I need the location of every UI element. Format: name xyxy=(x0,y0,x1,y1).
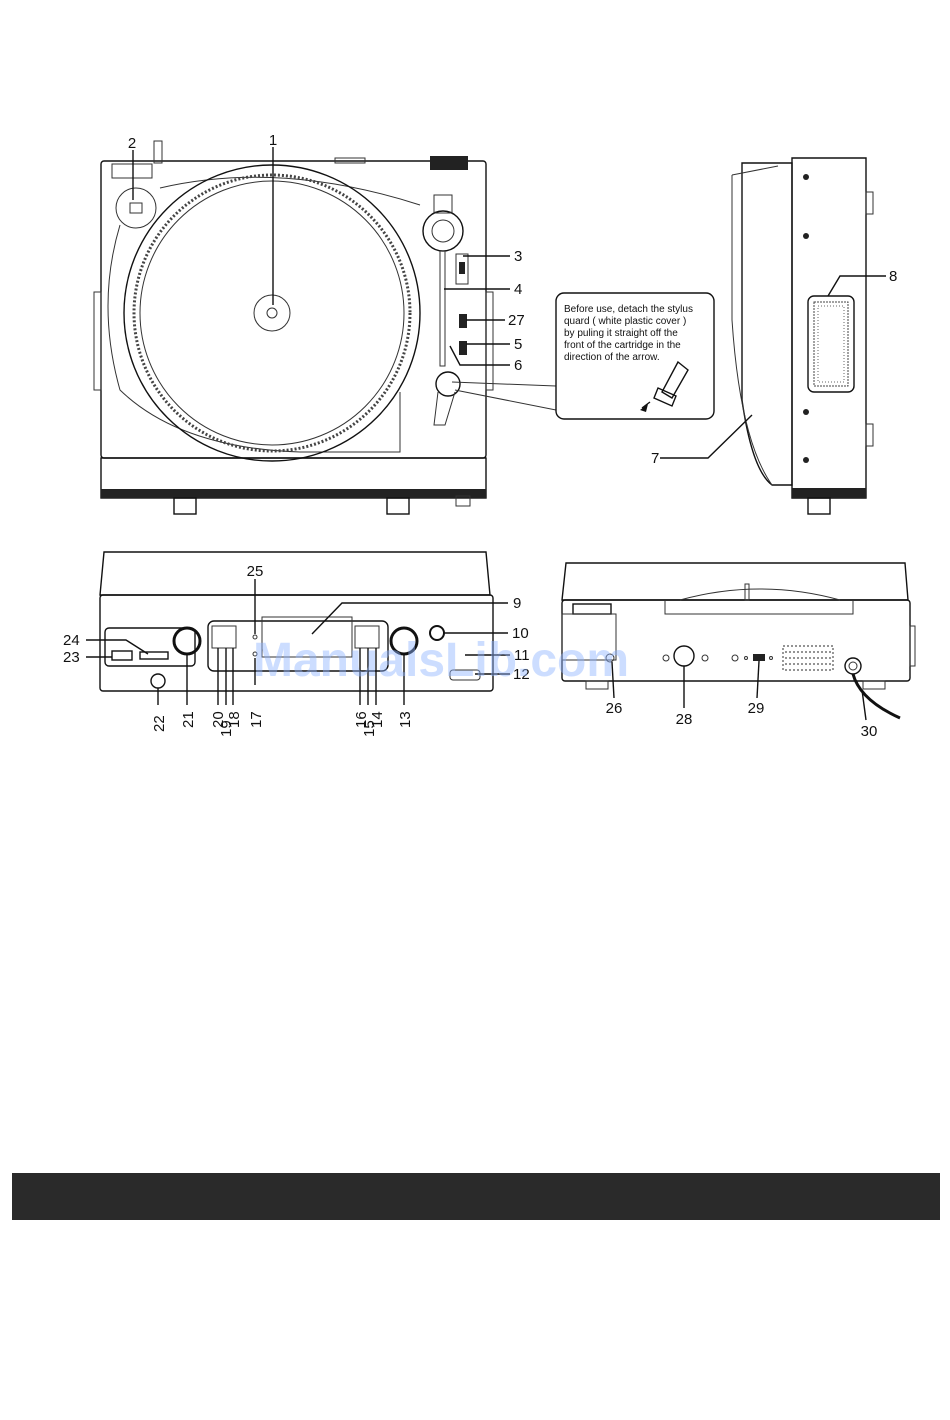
callout-25: 25 xyxy=(247,563,264,580)
callout-22: 22 xyxy=(151,715,168,732)
callout-16: 16 xyxy=(353,711,370,728)
callout-20: 20 xyxy=(210,711,227,728)
top-view xyxy=(94,141,493,514)
callout-7: 7 xyxy=(651,450,659,467)
callout-3: 3 xyxy=(514,248,522,265)
callout-13: 13 xyxy=(397,711,414,728)
watermark: ManualsLib.com xyxy=(253,634,629,687)
callout-1: 1 xyxy=(269,132,277,149)
stylus-note-line-4: front of the cartridge in the xyxy=(564,340,681,351)
callout-21: 21 xyxy=(180,711,197,728)
callout-30: 30 xyxy=(861,723,878,740)
callout-23: 23 xyxy=(63,649,80,666)
callout-4: 4 xyxy=(514,281,522,298)
footer-bar xyxy=(12,1173,940,1220)
callout-26: 26 xyxy=(606,700,623,717)
callout-28: 28 xyxy=(676,711,693,728)
speaker-grille xyxy=(814,302,848,386)
stylus-note: Before use, detach the stylus quard ( wh… xyxy=(452,293,714,419)
callout-2: 2 xyxy=(128,135,136,152)
stylus-note-line-2: quard ( white plastic cover ) xyxy=(564,316,686,327)
callout-5: 5 xyxy=(514,336,522,353)
vent-holes xyxy=(783,646,833,670)
stylus-note-line-3: by puling it straight off the xyxy=(564,328,678,339)
stylus-cartridge-icon xyxy=(640,362,688,412)
callout-8: 8 xyxy=(889,268,897,285)
stylus-note-line-5: direction of the arrow. xyxy=(564,352,660,363)
callout-27: 27 xyxy=(508,312,525,329)
callout-9: 9 xyxy=(513,595,521,612)
side-view xyxy=(732,158,873,514)
callout-29: 29 xyxy=(748,700,765,717)
callout-17: 17 xyxy=(248,711,265,728)
callout-6: 6 xyxy=(514,357,522,374)
stylus-note-line-1: Before use, detach the stylus xyxy=(564,304,693,315)
callout-24: 24 xyxy=(63,632,80,649)
